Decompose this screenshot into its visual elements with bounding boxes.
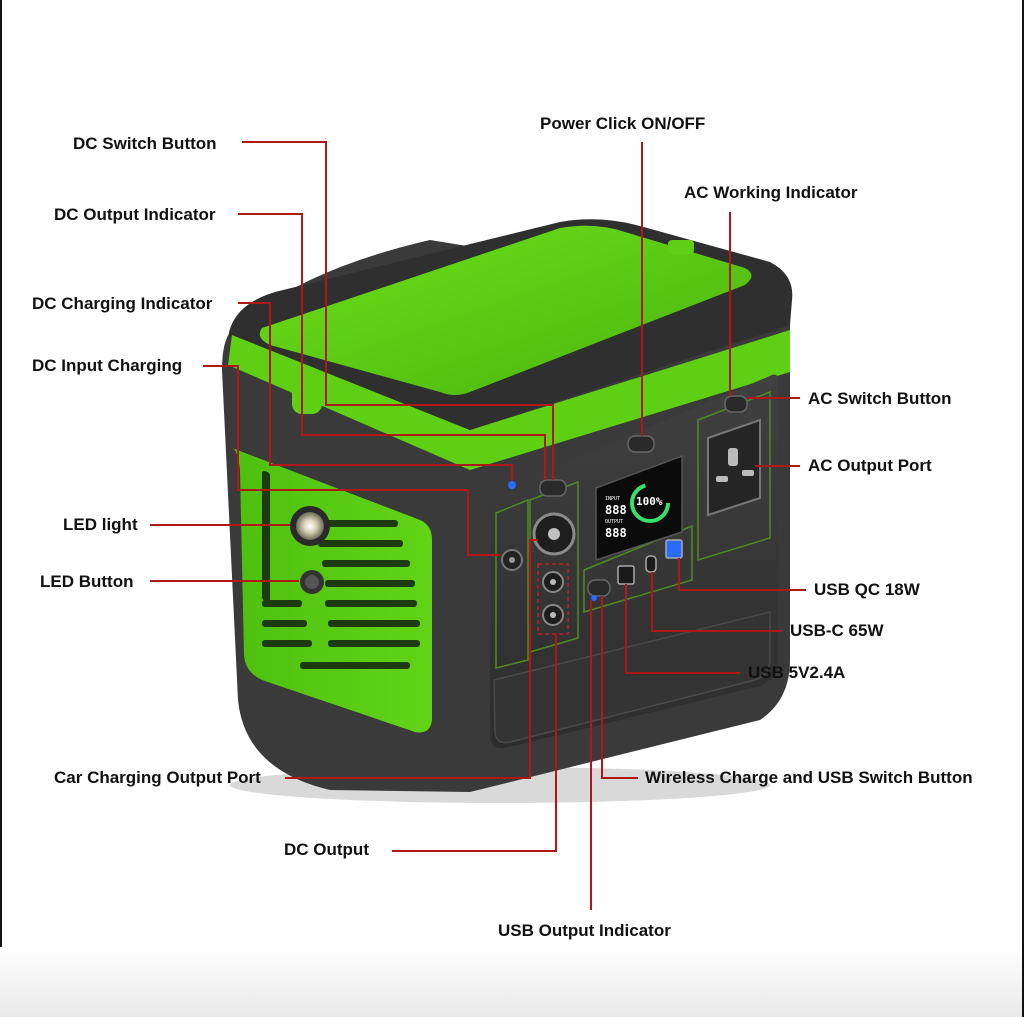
- label-usb-c: USB-C 65W: [790, 621, 884, 640]
- front-lower-panel: [493, 611, 771, 744]
- usb-qc-port: [665, 539, 683, 559]
- label-ac-switch-button: AC Switch Button: [808, 389, 952, 408]
- power-button: [627, 435, 655, 453]
- lcd-output-value: 888: [605, 526, 627, 540]
- label-dc-output-indicator: DC Output Indicator: [54, 205, 216, 224]
- dc-panel-outline: [495, 498, 529, 669]
- side-grille: [262, 470, 420, 669]
- dc-charging-indicator-led: [508, 481, 516, 489]
- label-car-charging-output-port: Car Charging Output Port: [54, 768, 261, 787]
- lid-top: [259, 225, 752, 395]
- label-led-light: LED light: [63, 515, 138, 534]
- lcd-input-value: 888: [605, 503, 627, 517]
- wireless-usb-switch-button: [587, 579, 611, 597]
- lcd-input-label: INPUT: [605, 496, 621, 502]
- label-usb-qc: USB QC 18W: [814, 580, 920, 599]
- leader-lines: [150, 141, 806, 910]
- label-dc-switch-button: DC Switch Button: [73, 134, 217, 153]
- left-side-panel: [232, 448, 432, 733]
- lcd-percent: 100%: [636, 495, 663, 508]
- label-ac-output-port: AC Output Port: [808, 456, 932, 475]
- lcd-screen: [595, 454, 683, 562]
- ac-switch-button: [724, 395, 748, 413]
- label-wireless-usb-switch: Wireless Charge and USB Switch Button: [645, 768, 973, 787]
- green-band: [228, 330, 790, 470]
- label-usb-output-indicator: USB Output Indicator: [498, 921, 671, 940]
- label-led-button: LED Button: [40, 572, 134, 591]
- usb-c-port: [645, 555, 657, 573]
- ac-outlet: [707, 418, 761, 517]
- lid-latch: [292, 378, 322, 414]
- usb-5v-port: [617, 565, 635, 585]
- bottom-fade: [0, 947, 1024, 1017]
- label-usb-5v: USB 5V2.4A: [748, 663, 846, 682]
- label-ac-working-indicator: AC Working Indicator: [684, 183, 858, 202]
- label-dc-input-charging: DC Input Charging: [32, 356, 183, 375]
- label-dc-charging-indicator: DC Charging Indicator: [32, 294, 213, 313]
- label-dc-output: DC Output: [284, 840, 369, 859]
- usb-output-indicator-led: [591, 595, 597, 601]
- label-power-click: Power Click ON/OFF: [540, 114, 706, 133]
- dc-switch-button: [539, 479, 567, 497]
- lcd-output-label: OUTPUT: [605, 519, 624, 525]
